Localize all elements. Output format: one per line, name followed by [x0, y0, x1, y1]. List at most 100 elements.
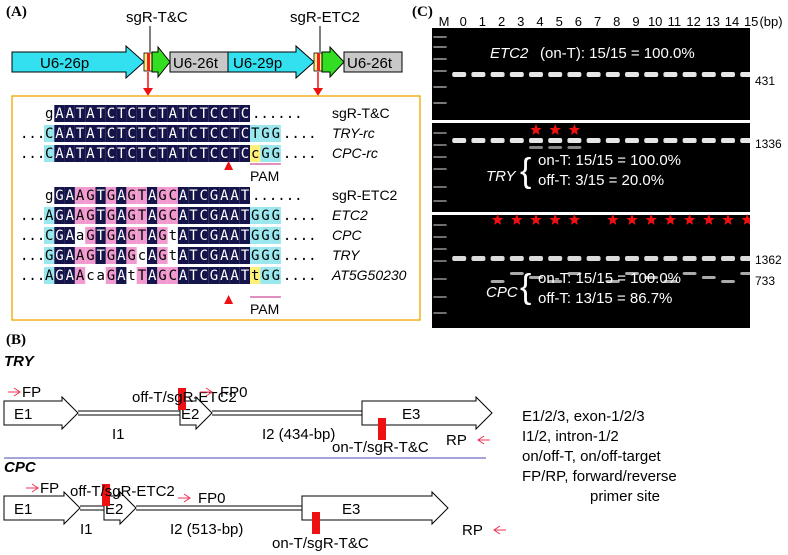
base-letter: A — [169, 126, 178, 142]
cpc-offtarget-band — [740, 272, 755, 275]
base-cell — [116, 125, 127, 142]
base-cell — [74, 247, 86, 264]
cpc-band-1362 — [605, 256, 620, 261]
base-cell — [147, 187, 158, 204]
gel-size-431: 431 — [755, 74, 776, 88]
base-letter: A — [179, 248, 188, 264]
cpc-star-marker — [645, 214, 657, 225]
base-letter: T — [138, 106, 147, 122]
etc2-band — [529, 72, 543, 77]
etc2-band — [625, 72, 639, 77]
base-cell — [239, 125, 250, 142]
base-cell — [116, 207, 127, 224]
base-letter: T — [230, 126, 239, 142]
pam-cell — [250, 267, 261, 284]
base-cell — [54, 267, 65, 284]
base-letter: T — [76, 146, 85, 162]
base-cell — [177, 227, 189, 244]
try-band — [625, 138, 639, 143]
base-cell — [198, 247, 209, 264]
base-cell — [116, 145, 127, 162]
legend-line-3: on/off-T, on/off-target — [522, 448, 661, 465]
etc2-band — [548, 72, 563, 77]
cpc-band-1362 — [644, 256, 659, 261]
on-target-site — [312, 512, 320, 534]
marker-band — [433, 296, 447, 298]
base-letter: G — [107, 208, 115, 224]
try-band — [471, 138, 486, 143]
base-cell — [208, 227, 220, 244]
base-letter: G — [127, 228, 135, 244]
base-cell — [147, 267, 158, 284]
base-cell — [157, 227, 168, 244]
row-label: sgR-T&C — [332, 105, 390, 121]
try-band — [682, 138, 697, 143]
base-cell — [167, 187, 178, 204]
exon1-arrow — [3, 395, 79, 431]
marker-band — [433, 186, 447, 188]
base-cell — [64, 145, 75, 162]
base-letter: T — [158, 126, 167, 142]
base-letter: A — [148, 268, 157, 284]
base-letter: A — [230, 208, 239, 224]
sgrna2-scaffold-arrow — [321, 45, 345, 79]
intron1-label: I1 — [112, 426, 125, 443]
base-cell — [198, 125, 209, 142]
try-star-marker — [568, 124, 581, 135]
intron2-label: I2 (434-bp) — [262, 426, 335, 443]
base-cell — [95, 105, 106, 122]
try-band — [721, 138, 735, 143]
base-letter: G — [55, 188, 63, 204]
lane-label-0: 0 — [459, 14, 467, 29]
row-label: AT5G50230 — [331, 267, 407, 283]
base-letter: A — [76, 188, 85, 204]
base-cell — [177, 105, 189, 122]
base-cell — [198, 105, 209, 122]
cpc-offtarget-band — [644, 276, 659, 279]
gel-cpc-off: off-T: 13/15 = 86.7% — [538, 290, 673, 307]
base-cell — [116, 267, 127, 284]
try-band — [663, 138, 678, 143]
base-letter: T — [179, 146, 188, 162]
pam-cell — [270, 267, 281, 284]
base-cell — [208, 187, 220, 204]
base-letter: T — [97, 146, 106, 162]
base-letter: C — [189, 126, 197, 142]
base-cell — [74, 187, 86, 204]
base-letter: C — [210, 146, 218, 162]
base-letter: A — [55, 126, 64, 142]
base-letter: T — [97, 248, 106, 264]
base-cell — [147, 227, 158, 244]
try-star-marker — [549, 124, 561, 135]
fp0-primer-arrow — [178, 493, 191, 503]
row-trailing-dots: .... — [283, 146, 317, 162]
etc2-band — [452, 72, 467, 77]
cpc-offtarget-band — [509, 272, 524, 275]
exon2-arrow — [179, 395, 213, 431]
base-cell — [229, 105, 240, 122]
base-letter: G — [158, 208, 166, 224]
base-cell — [54, 247, 65, 264]
cpc-offtarget-band — [548, 280, 563, 283]
row-trailing-dots: .... — [283, 208, 317, 224]
base-letter: A — [66, 126, 75, 142]
base-cell — [219, 267, 230, 284]
base-letter: G — [107, 188, 115, 204]
lead-highlight — [44, 207, 55, 224]
row-trailing-dots: .... — [283, 126, 317, 142]
base-cell — [105, 105, 117, 122]
u6-26t-box-2 — [343, 51, 403, 73]
base-letter: T — [189, 248, 198, 264]
base-letter: A — [86, 126, 95, 142]
base-letter: A — [76, 208, 85, 224]
base-cell — [188, 267, 199, 284]
try-band — [701, 138, 716, 143]
base-cell — [147, 207, 158, 224]
marker-band — [433, 36, 447, 38]
cut-site-marker-2 — [224, 295, 234, 304]
cpc-band-1362 — [740, 256, 755, 261]
lane-label-4: 4 — [536, 14, 544, 29]
lane-label-marker: M — [438, 14, 450, 29]
base-cell — [105, 207, 117, 224]
